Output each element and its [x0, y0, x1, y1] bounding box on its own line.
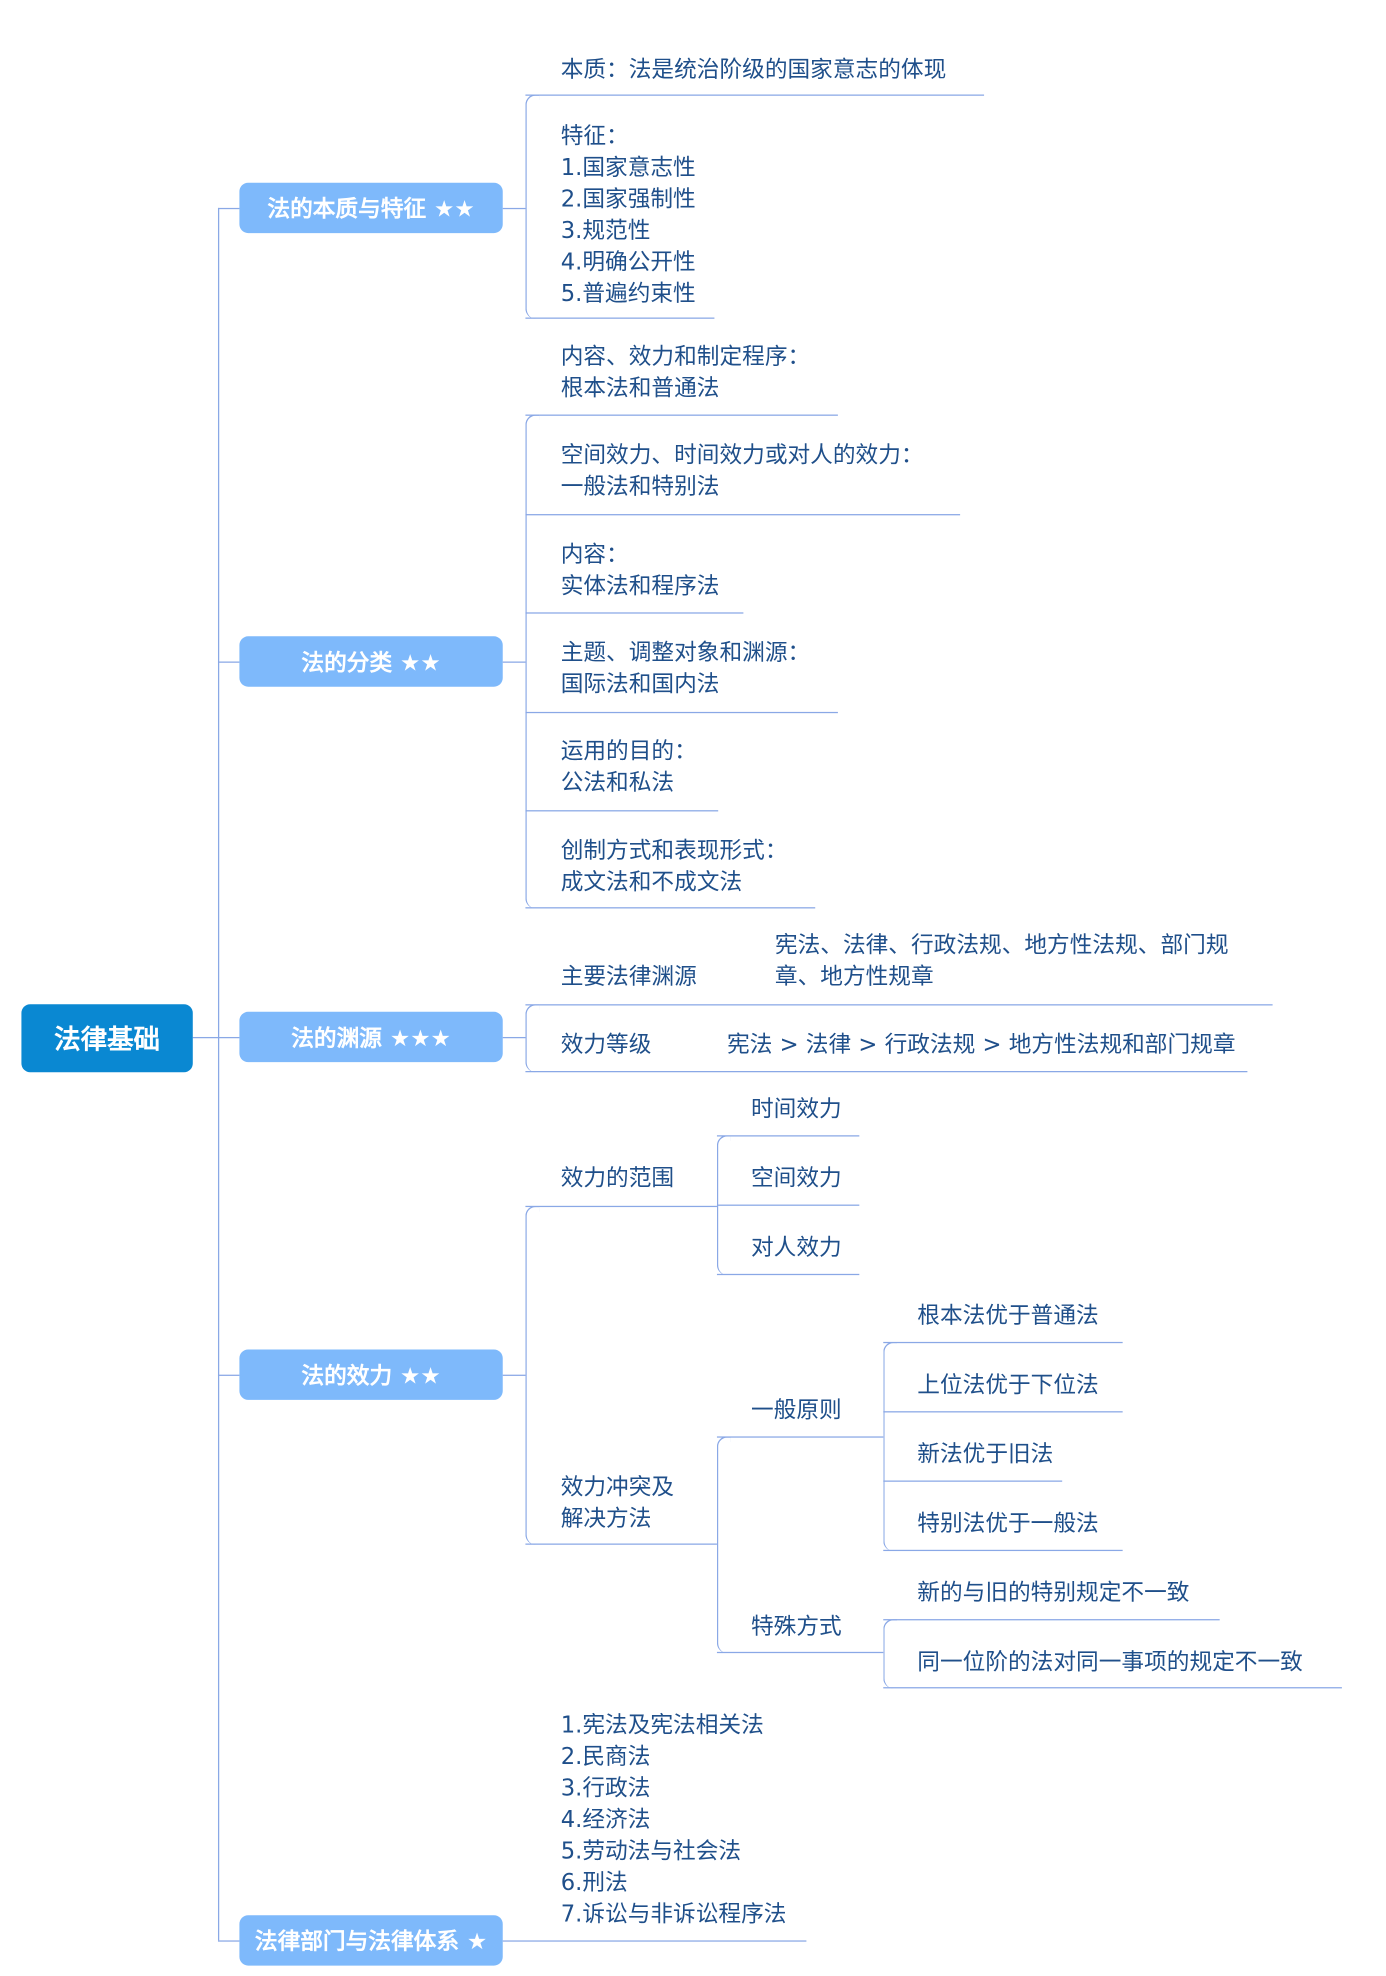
connector — [217, 1940, 240, 1942]
branch-effect[interactable]: 法的效力 ★★ — [239, 1349, 503, 1400]
leaf-class-1: 内容、效力和制定程序：根本法和普通法 — [560, 343, 811, 402]
connector — [502, 1036, 526, 1039]
principle-3: 新法优于旧法 — [917, 1441, 1054, 1468]
conflict-label: 效力冲突及解决方法 — [560, 1474, 675, 1533]
branch-departments[interactable]: 法律部门与法律体系 ★ — [239, 1915, 503, 1966]
leaf-class-5: 运用的目的：公法和私法 — [560, 738, 697, 797]
connector — [502, 207, 526, 210]
branch-classification[interactable]: 法的分类 ★★ — [239, 636, 503, 687]
underline — [716, 1135, 860, 1137]
connector — [192, 1036, 240, 1039]
bracket — [525, 1205, 540, 1545]
leaf-main-sources-label: 主要法律渊源 — [560, 963, 697, 991]
bracket — [716, 1436, 731, 1654]
underline — [525, 1071, 1248, 1073]
underline — [525, 907, 816, 909]
root-node[interactable]: 法律基础 — [21, 1004, 193, 1073]
underline — [716, 1204, 860, 1206]
principle-1: 根本法优于普通法 — [917, 1302, 1099, 1330]
general-principles-label: 一般原则 — [750, 1397, 842, 1424]
underline — [716, 1273, 860, 1276]
leaf-class-6: 创制方式和表现形式：成文法和不成文法 — [560, 837, 788, 896]
underline — [883, 1341, 1123, 1344]
underline — [883, 1549, 1123, 1552]
underline — [525, 514, 961, 516]
bracket — [525, 414, 540, 909]
scope-person: 对人效力 — [750, 1234, 842, 1262]
leaf-class-2: 空间效力、时间效力或对人的效力：一般法和特别法 — [560, 442, 924, 501]
branch-sources[interactable]: 法的渊源 ★★★ — [239, 1011, 503, 1063]
branch-nature[interactable]: 法的本质与特征 ★★ — [239, 182, 503, 234]
scope-label: 效力的范围 — [560, 1165, 675, 1192]
special-methods-label: 特殊方式 — [750, 1614, 842, 1641]
underline — [525, 711, 838, 714]
bracket — [883, 1619, 898, 1689]
principle-2: 上位法优于下位法 — [917, 1372, 1099, 1399]
underline — [883, 1687, 1342, 1689]
underline — [883, 1619, 1220, 1621]
leaf-class-3: 内容：实体法和程序法 — [560, 541, 720, 600]
underline — [883, 1480, 1063, 1482]
leaf-hierarchy-value: 宪法 > 法律 > 行政法规 > 地方性法规和部门规章 — [727, 1031, 1236, 1059]
bracket — [883, 1341, 898, 1552]
underline — [525, 414, 838, 416]
underline — [716, 1651, 884, 1654]
bracket — [525, 1004, 540, 1073]
underline — [525, 1205, 717, 1208]
scope-time: 时间效力 — [750, 1096, 842, 1123]
leaf-hierarchy-label: 效力等级 — [560, 1031, 652, 1059]
connector — [502, 1940, 807, 1942]
connector — [217, 1374, 240, 1376]
leaf-main-sources-value: 宪法、法律、行政法规、地方性法规、部门规章、地方性规章 — [774, 932, 1229, 991]
underline — [525, 612, 744, 614]
underline — [525, 1543, 717, 1545]
special-2: 同一位阶的法对同一事项的规定不一致 — [917, 1649, 1303, 1676]
leaf-class-4: 主题、调整对象和渊源：国际法和国内法 — [560, 640, 811, 699]
trunk-line — [217, 207, 241, 1941]
underline — [525, 1004, 1273, 1006]
underline — [525, 810, 719, 812]
principle-4: 特别法优于一般法 — [917, 1510, 1099, 1538]
underline — [525, 317, 715, 319]
connector — [217, 207, 240, 210]
bracket — [525, 94, 540, 319]
special-1: 新的与旧的特别规定不一致 — [917, 1580, 1190, 1607]
connector — [217, 661, 240, 663]
connector — [502, 661, 526, 663]
underline — [525, 94, 985, 96]
underline — [883, 1411, 1123, 1413]
scope-space: 空间效力 — [750, 1165, 842, 1192]
leaf-essence: 本质：法是统治阶级的国家意志的体现 — [560, 56, 947, 84]
connector — [502, 1374, 526, 1376]
underline — [716, 1436, 884, 1438]
